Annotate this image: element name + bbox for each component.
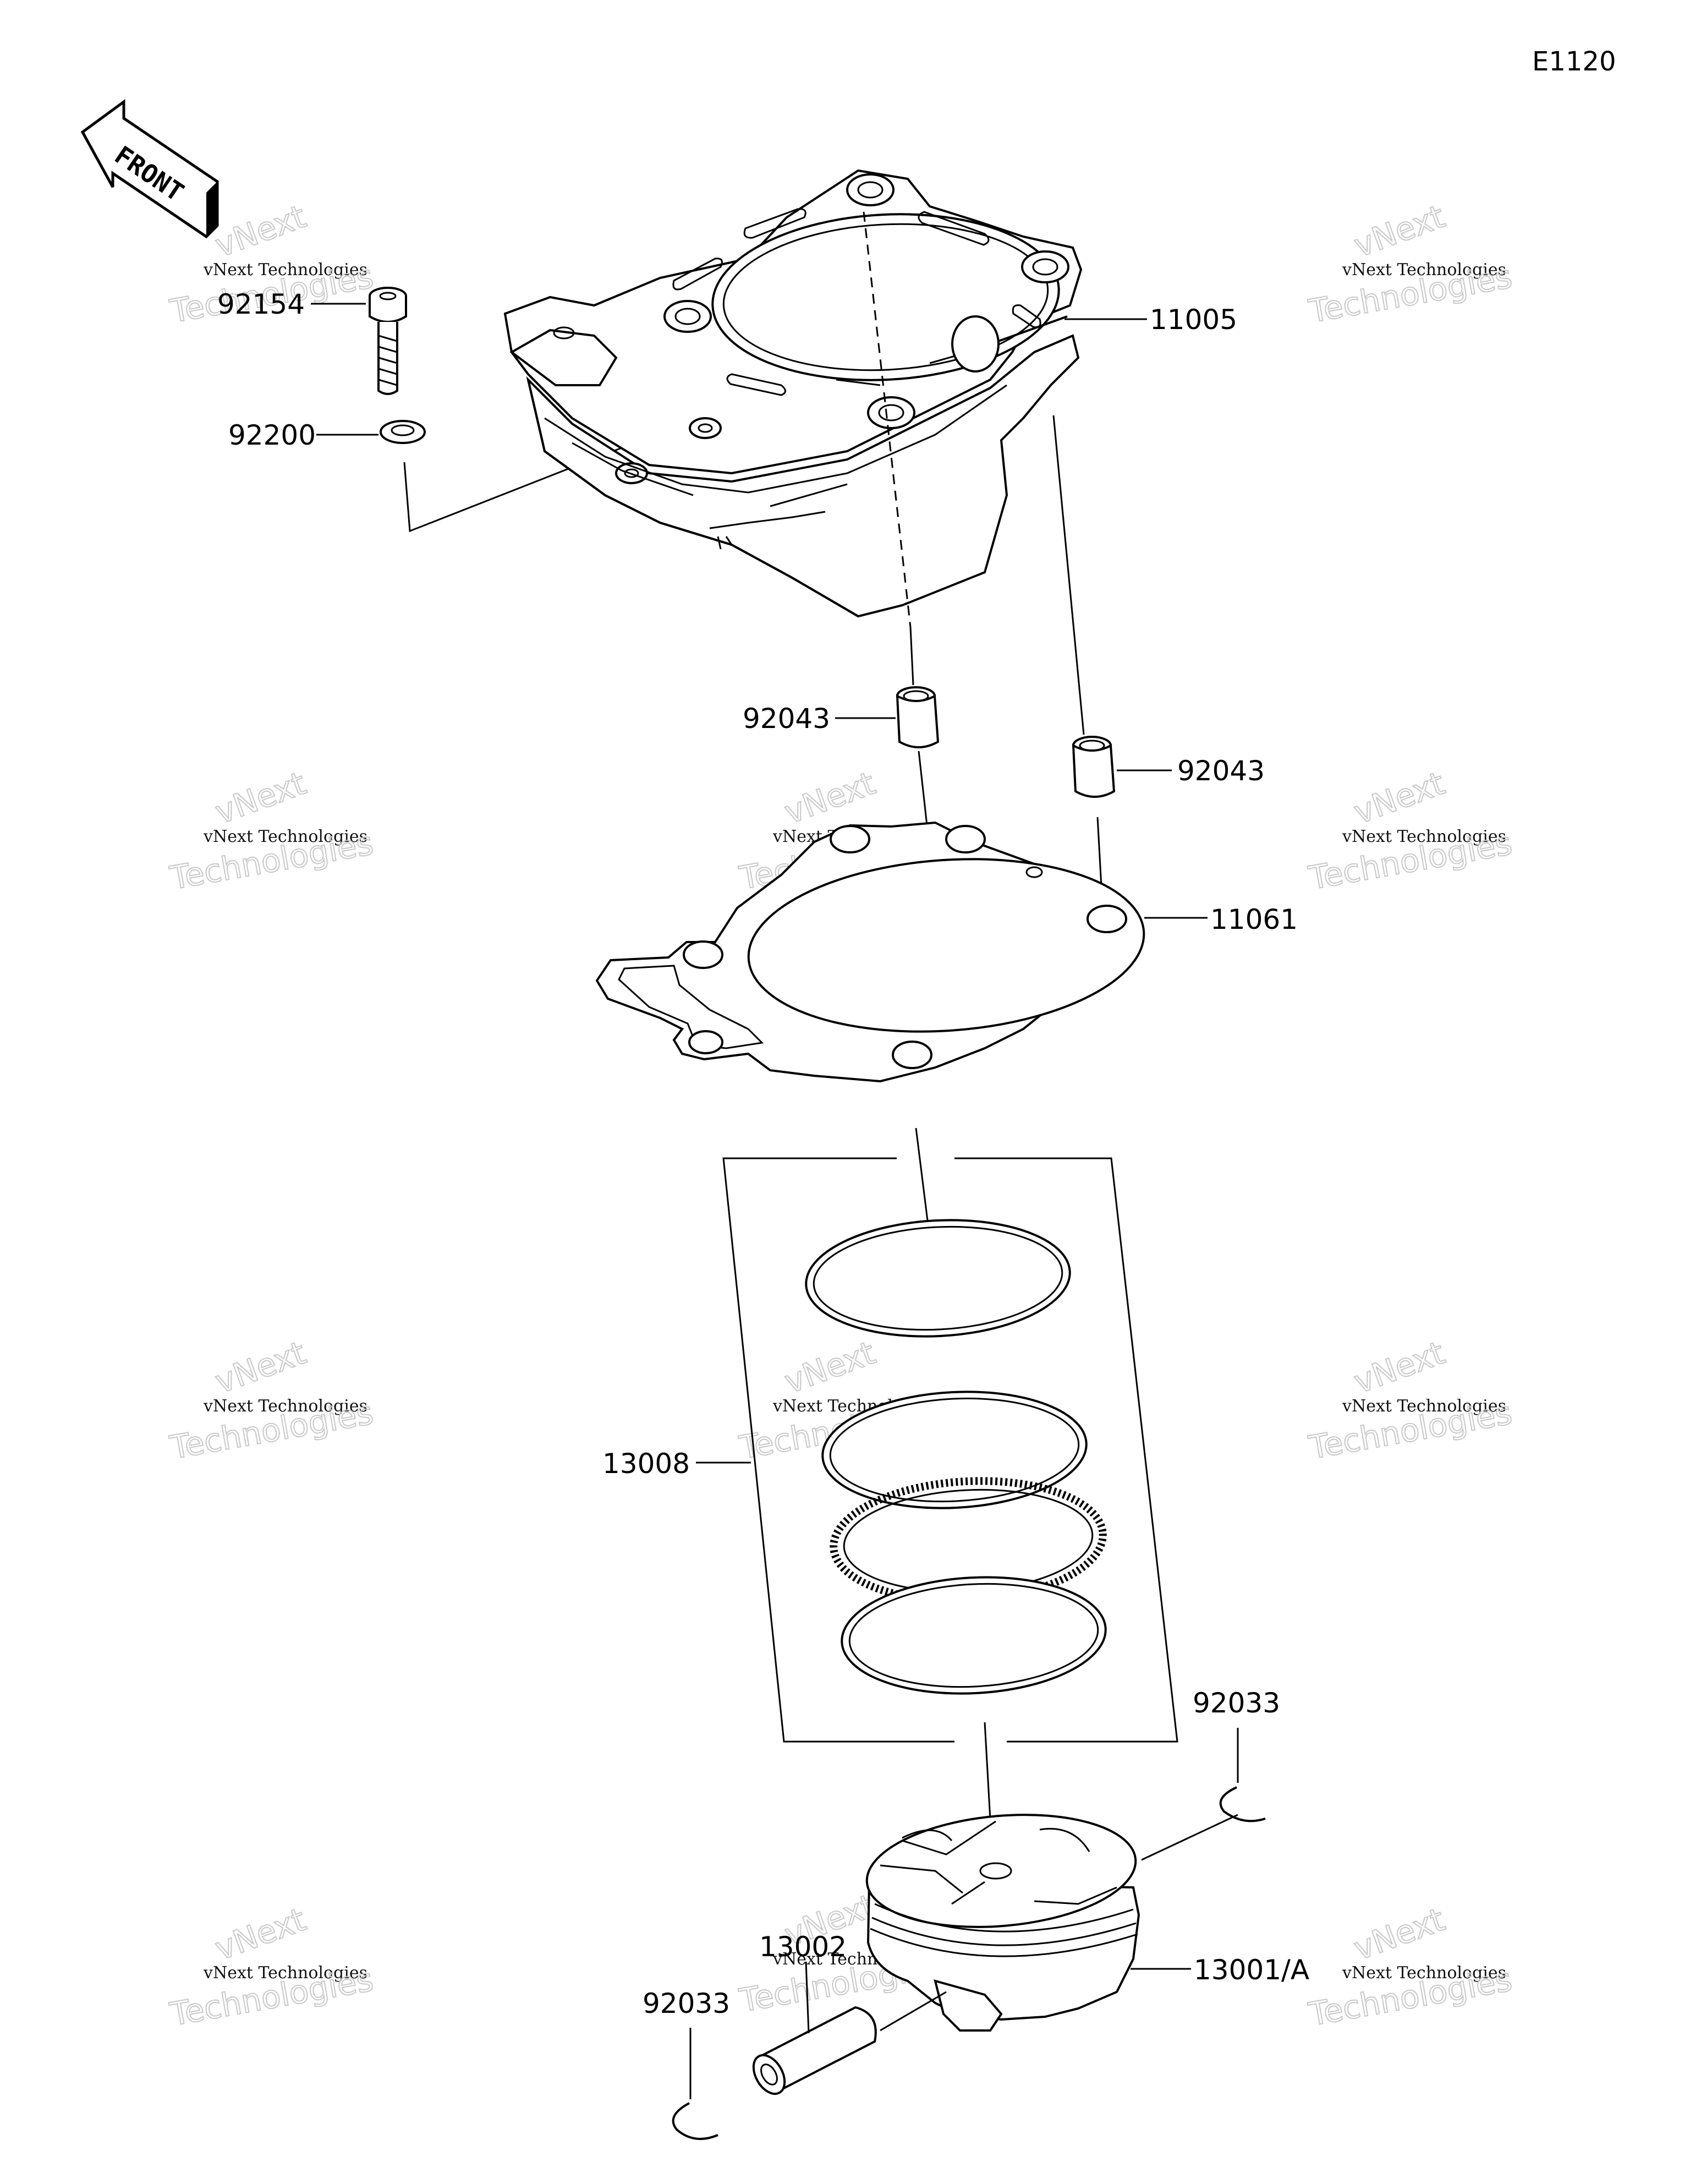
bolt-icon xyxy=(369,287,407,395)
label-bolt: 92154 xyxy=(217,288,305,320)
watermark: vNext vNext Technologies Technologies xyxy=(1305,764,1516,897)
svg-text:vNext: vNext xyxy=(210,1334,310,1401)
piston-ring-icon xyxy=(821,1391,1088,1509)
svg-text:vNext: vNext xyxy=(780,1334,880,1401)
piston-icon xyxy=(865,1814,1140,2032)
circlip-icon xyxy=(672,2102,718,2141)
svg-text:vNext Technologies: vNext Technologies xyxy=(1342,1397,1506,1416)
dowel-pin-icon xyxy=(1072,736,1116,798)
watermark: vNext vNext Technologies Technologies xyxy=(167,1333,377,1467)
ring-set-frame xyxy=(722,1157,1178,1743)
label-gasket: 11061 xyxy=(1210,904,1298,935)
front-arrow-icon: FRONT xyxy=(80,99,219,239)
svg-text:vNext Technologies: vNext Technologies xyxy=(203,260,367,280)
svg-text:vNext Technologies: vNext Technologies xyxy=(203,1963,367,1983)
dowel-pin-icon xyxy=(896,686,940,748)
piston-pin-icon xyxy=(752,2006,877,2095)
svg-text:vNext Technologies: vNext Technologies xyxy=(1342,1963,1506,1983)
label-cylinder: 11005 xyxy=(1150,304,1237,336)
watermark: vNext vNext Technologies Technologies xyxy=(1305,1333,1516,1467)
label-circlip-upper: 92033 xyxy=(1193,1687,1280,1719)
label-washer: 92200 xyxy=(228,419,316,451)
dowel-left-line-lower xyxy=(918,751,928,826)
watermark: vNext vNext Technologies Technologies xyxy=(167,1900,377,2034)
dowel-left-line-upper xyxy=(909,627,914,686)
gasket-icon xyxy=(595,821,1145,1083)
label-piston: 13001/A xyxy=(1194,1954,1309,1986)
diagram-code: E1120 xyxy=(1532,46,1616,77)
cylinder-right-dowel-line xyxy=(1052,415,1085,735)
leader-circlip-upper xyxy=(1141,1814,1238,1861)
svg-text:vNext: vNext xyxy=(1349,1334,1449,1401)
svg-text:vNext: vNext xyxy=(780,764,880,831)
svg-text:vNext: vNext xyxy=(1349,764,1449,831)
svg-text:vNext Technologies: vNext Technologies xyxy=(1342,827,1506,846)
svg-text:vNext: vNext xyxy=(1349,1901,1449,1968)
label-circlip-lower: 92033 xyxy=(643,1988,730,2019)
piston-ring-icon xyxy=(841,1576,1107,1695)
svg-text:vNext Technologies: vNext Technologies xyxy=(203,1397,367,1416)
piston-ring-icon xyxy=(805,1219,1071,1338)
label-dowel-right: 92043 xyxy=(1177,755,1265,787)
watermark: vNext vNext Technologies Technologies xyxy=(1305,197,1516,331)
label-dowel-left: 92043 xyxy=(743,703,830,735)
svg-text:vNext: vNext xyxy=(210,198,310,265)
piston-pin-line-right xyxy=(880,1991,947,2032)
label-ring-set: 13008 xyxy=(602,1448,690,1480)
svg-text:vNext: vNext xyxy=(1349,198,1449,265)
watermark: vNext vNext Technologies Technologies xyxy=(1305,1900,1516,2034)
washer-icon xyxy=(380,420,426,444)
circlip-icon xyxy=(1219,1786,1266,1822)
washer-assembly-line xyxy=(403,445,628,533)
svg-text:vNext Technologies: vNext Technologies xyxy=(203,827,367,846)
svg-text:vNext: vNext xyxy=(210,1901,310,1968)
label-piston-pin: 13002 xyxy=(759,1931,847,1963)
leader-piston-pin xyxy=(805,1961,810,2034)
watermark: vNext vNext Technologies Technologies xyxy=(167,764,377,897)
svg-text:vNext Technologies: vNext Technologies xyxy=(1342,260,1506,280)
cylinder-icon xyxy=(503,169,1083,628)
svg-text:vNext: vNext xyxy=(210,764,310,831)
